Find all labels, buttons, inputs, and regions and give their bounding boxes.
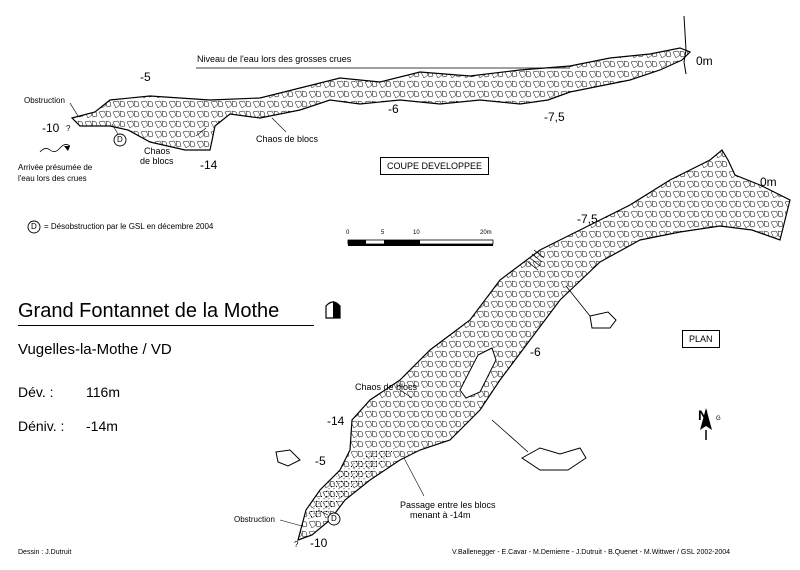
plan-obstruction-pointer [279, 519, 303, 527]
section-question-mark: ? [66, 124, 71, 133]
section-chaos-label-1: Chaos [144, 146, 171, 156]
plan-view [275, 149, 791, 541]
plan-question-mark: ? [294, 540, 299, 549]
scale-tick-10: 10 [413, 230, 420, 236]
section-chaos-right-label: Chaos de blocs [256, 134, 319, 144]
footer-credits: V.Ballenegger - E.Cavar - M.Demierre - J… [452, 549, 731, 556]
chaos-right-pointer [271, 117, 287, 133]
plan-side-link-1 [565, 285, 591, 317]
footer-drawing: Dessin : J.Dutruit [18, 549, 72, 556]
cave-title: Grand Fontannet de la Mothe [18, 300, 280, 322]
north-arrow [700, 408, 712, 440]
plan-passage-label-2: menant à -14m [410, 510, 471, 520]
deniv-label: Déniv. : [18, 418, 65, 434]
north-letter: N [698, 407, 709, 423]
legend-d-symbol: D [31, 222, 37, 231]
plan-side-chamber-2 [521, 447, 587, 471]
d-pointer-section [111, 123, 119, 135]
scale-bar [347, 239, 494, 246]
arrival-label-2: l'eau lors des crues [18, 174, 87, 183]
section-end-wall [683, 15, 687, 75]
plan-obstruction-label: Obstruction [234, 515, 275, 524]
section-title-box: COUPE DEVELOPPEE [380, 157, 490, 175]
plan-chaos-label: Chaos de blocs [355, 382, 418, 392]
plan-depth-minus7-5: -7,5 [577, 212, 598, 226]
dev-label: Dév. : [18, 384, 54, 400]
north-sub-letter: G [716, 416, 721, 422]
plan-depth-minus10: -10 [310, 536, 328, 550]
section-depth-minus7-5: -7,5 [544, 110, 565, 124]
legend-text: = Désobstruction par le GSL en décembre … [44, 222, 214, 231]
plan-side-chamber-3 [275, 449, 301, 467]
section-d-symbol: D [117, 135, 123, 144]
section-depth-minus6: -6 [388, 102, 399, 116]
section-depth-0m: 0m [696, 54, 713, 68]
chaos-pointer-section [195, 127, 207, 137]
d-pointer-plan [317, 509, 329, 516]
plan-stairs [527, 249, 545, 271]
obstruction-pointer [69, 102, 79, 117]
plan-passage [297, 149, 791, 541]
scale-tick-0: 0 [346, 230, 350, 236]
scale-tick-5: 5 [381, 230, 385, 236]
section-depth-minus5: -5 [140, 70, 151, 84]
arrival-label-1: Arrivée présumée de [18, 163, 93, 172]
desobstruction-marker-section [113, 133, 127, 147]
dev-value: 116m [86, 384, 120, 400]
section-view [39, 15, 692, 153]
plan-dotted-zone [305, 448, 395, 520]
arrival-arrowhead [64, 146, 70, 151]
arrival-arrow [39, 144, 71, 153]
scale-tick-20m: 20m [480, 230, 492, 236]
plan-passage-label-1: Passage entre les blocs [400, 500, 496, 510]
plan-d-symbol: D [331, 514, 337, 523]
section-depth-minus14: -14 [200, 158, 218, 172]
plan-side-chamber-1 [589, 311, 617, 329]
legend-d-circle [27, 220, 41, 234]
plan-passage-pointer [403, 457, 425, 497]
desobstruction-marker-plan [327, 512, 341, 526]
location: Vugelles-la-Mothe / VD [18, 341, 172, 358]
plan-depth-minus6: -6 [530, 345, 541, 359]
plan-depth-minus5: -5 [315, 454, 326, 468]
plan-side-link-2 [491, 419, 529, 453]
plan-chaos-pointer [399, 389, 413, 399]
plan-depth-minus14: -14 [327, 414, 345, 428]
section-passage [70, 47, 692, 151]
section-chaos-label-2: de blocs [140, 156, 174, 166]
section-obstruction-label: Obstruction [24, 96, 65, 105]
title-underline [18, 325, 314, 326]
plan-pillar [459, 347, 497, 399]
cave-entrance-icon-fill [333, 301, 340, 318]
deniv-value: -14m [86, 418, 118, 434]
plan-depth-0m: 0m [760, 175, 777, 189]
plan-title-box: PLAN [682, 330, 720, 348]
section-depth-minus10: -10 [42, 121, 60, 135]
water-level-label: Niveau de l'eau lors des grosses crues [197, 54, 352, 64]
